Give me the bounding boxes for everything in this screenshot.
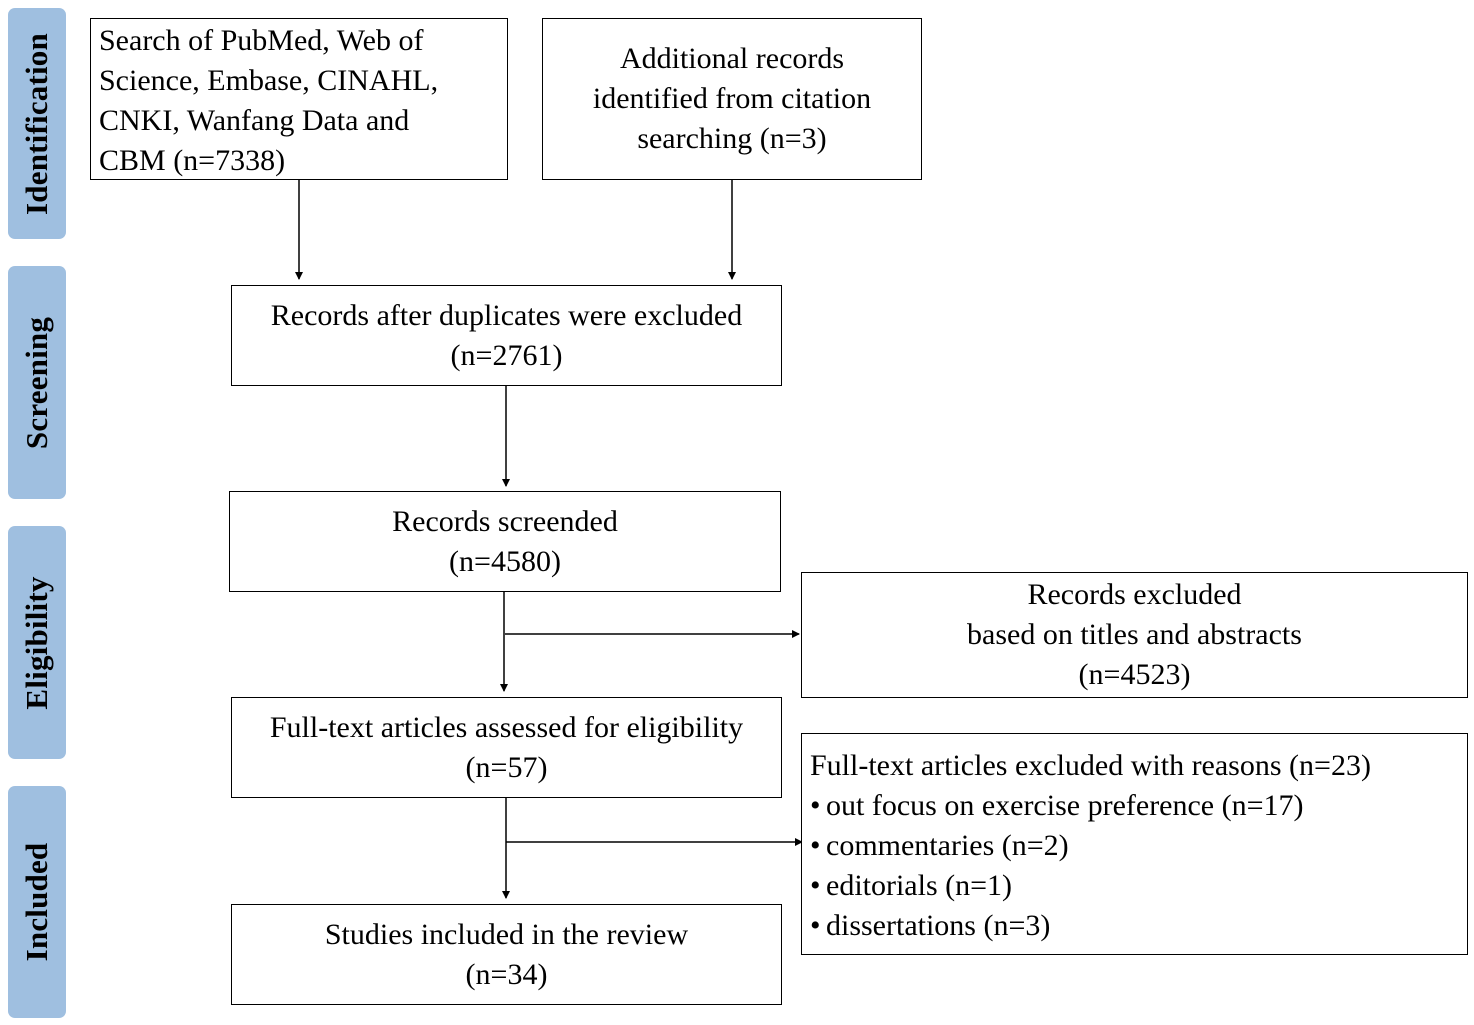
after-duplicates-box: Records after duplicates were excluded (… bbox=[231, 285, 782, 386]
fulltext-assessed-count: (n=57) bbox=[465, 750, 548, 784]
stage-label-identification: Identification bbox=[19, 32, 54, 215]
citation-search-line: searching (n=3) bbox=[637, 122, 827, 155]
database-search-box: Search of PubMed, Web of Science, Embase… bbox=[90, 18, 508, 180]
after-duplicates-line: Records after duplicates were excluded bbox=[270, 298, 743, 332]
citation-search-line: identified from citation bbox=[592, 82, 872, 115]
exclusion-reason: •editorials (n=1) bbox=[810, 866, 1467, 906]
stage-label-screening: Screening bbox=[19, 316, 54, 449]
studies-included-box: Studies included in the review (n=34) bbox=[231, 904, 782, 1005]
stage-label-included: Included bbox=[19, 842, 54, 962]
fulltext-assessed-line: Full-text articles assessed for eligibil… bbox=[269, 710, 744, 744]
bullet-glyph: • bbox=[810, 869, 821, 902]
records-screened-box: Records screended (n=4580) bbox=[229, 491, 781, 592]
fulltext-excluded-box: Full-text articles excluded with reasons… bbox=[801, 733, 1468, 955]
studies-included-count: (n=34) bbox=[465, 957, 548, 991]
exclusion-reason-text: out focus on exercise preference (n=17) bbox=[826, 789, 1304, 822]
bullet-glyph: • bbox=[810, 829, 821, 862]
records-screened-count: (n=4580) bbox=[449, 544, 561, 578]
citation-search-box: Additional records identified from citat… bbox=[542, 18, 922, 180]
stage-screening: Screening bbox=[8, 266, 66, 499]
exclusion-reason: •out focus on exercise preference (n=17) bbox=[810, 786, 1467, 826]
records-screened-line: Records screended bbox=[392, 504, 618, 538]
bullet-glyph: • bbox=[810, 909, 821, 942]
excluded-titles-line: Records excluded bbox=[1027, 578, 1242, 611]
exclusion-reason-text: commentaries (n=2) bbox=[826, 829, 1069, 862]
database-search-line: CNKI, Wanfang Data and bbox=[99, 104, 410, 137]
fulltext-excluded-heading: Full-text articles excluded with reasons… bbox=[810, 749, 1371, 782]
citation-search-line: Additional records bbox=[619, 42, 845, 75]
excluded-titles-count: (n=4523) bbox=[1078, 658, 1191, 691]
exclusion-reason-text: dissertations (n=3) bbox=[826, 909, 1051, 942]
stage-eligibility: Eligibility bbox=[8, 526, 66, 759]
stage-included: Included bbox=[8, 786, 66, 1018]
exclusion-reason: •commentaries (n=2) bbox=[810, 826, 1467, 866]
after-duplicates-count: (n=2761) bbox=[450, 338, 563, 372]
exclusion-reason-text: editorials (n=1) bbox=[826, 869, 1013, 902]
database-search-line: Search of PubMed, Web of bbox=[99, 24, 424, 57]
fulltext-assessed-box: Full-text articles assessed for eligibil… bbox=[231, 697, 782, 798]
database-search-line: Science, Embase, CINAHL, bbox=[99, 64, 439, 97]
studies-included-line: Studies included in the review bbox=[324, 917, 689, 951]
bullet-glyph: • bbox=[810, 789, 821, 822]
excluded-titles-line: based on titles and abstracts bbox=[967, 618, 1302, 651]
exclusion-reason: •dissertations (n=3) bbox=[810, 906, 1467, 946]
stage-identification: Identification bbox=[8, 8, 66, 239]
stage-label-eligibility: Eligibility bbox=[19, 575, 54, 710]
database-search-line: CBM (n=7338) bbox=[99, 144, 286, 177]
excluded-titles-box: Records excluded based on titles and abs… bbox=[801, 572, 1468, 698]
